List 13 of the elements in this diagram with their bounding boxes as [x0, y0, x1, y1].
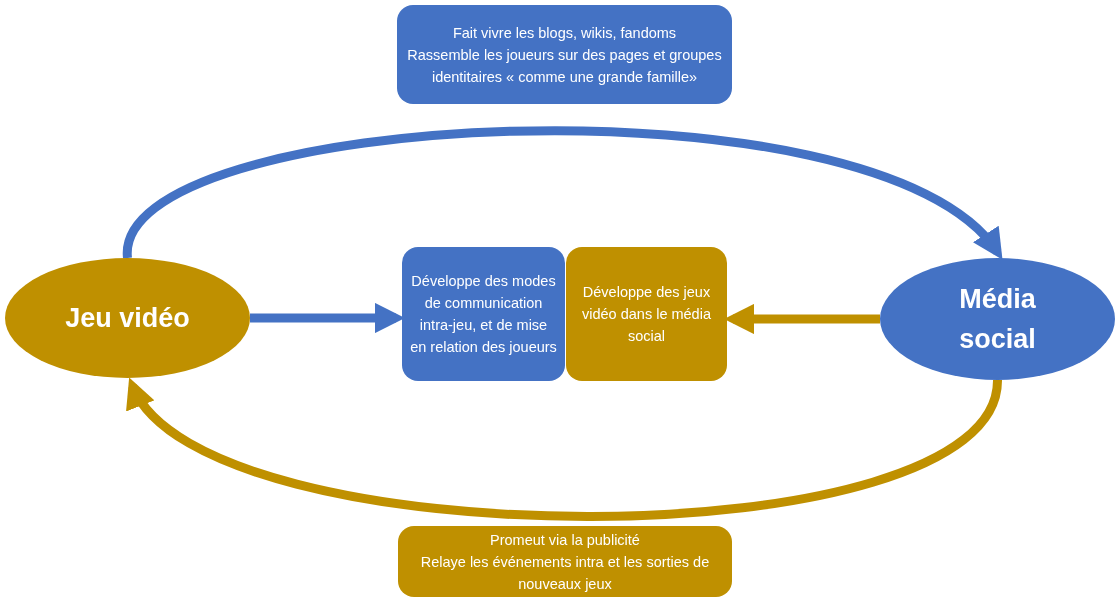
text-box [566, 247, 727, 381]
text-box [398, 526, 732, 597]
node-text: Promeut via la publicité [490, 530, 640, 550]
node-title: Jeu vidéo [64, 302, 191, 335]
curved-arrow [123, 126, 1005, 260]
node-text: Développe des modes de communication intra-jeu, et de mise en relation des joueurs [410, 272, 557, 357]
node-text: Fait vivre les blogs, wikis, fandoms [452, 23, 677, 43]
text-box [402, 247, 565, 381]
node-text: Rassemble les joueurs sur des pages et groupes identitaires « comme une grande famille» [406, 45, 723, 87]
node-text: Relaye les événements intra et les sorties de nouveaux jeux [419, 552, 711, 594]
node-title: Média social [958, 283, 1037, 356]
text-box [397, 5, 732, 104]
node-text: Développe des jeux vidéo dans le média social [581, 283, 712, 346]
